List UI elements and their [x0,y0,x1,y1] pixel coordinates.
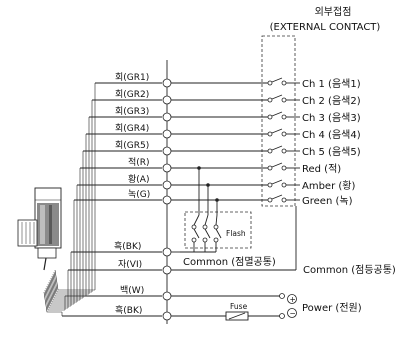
flash-label: Flash [226,229,246,238]
wire-label-green: 녹(G) [128,189,150,200]
external-contact-box [261,35,296,207]
wire-label-gr4: 회(GR4) [115,123,149,134]
power-terminals: + − Power (전원) [287,294,362,318]
external-contact-title-en: (EXTERNAL CONTACT) [270,22,381,33]
output-label-red: Red (적) [302,163,341,175]
w-row: 백(W) [65,285,285,301]
bk2-row: 흑(BK) Fuse [62,302,285,321]
wire-label-w: 백(W) [120,285,144,296]
output-label-ch2: Ch 2 (음색2) [302,95,361,107]
fuse-label: Fuse [230,302,248,311]
bk1-row: 흑(BK) Common (점멸공통) [71,240,276,268]
wire-bundle [43,269,95,313]
wire-label-gr2: 회(GR2) [115,89,149,100]
wire-label-vi: 자(VI) [118,259,142,270]
wire-label-gr5: 회(GR5) [115,140,149,151]
wire-row-red: 적(R) Red (적) [80,156,341,175]
common-lamp-label: Common (점등공통) [303,264,396,276]
wire-row-ch1: 회(GR1) Ch 1 (음색1) [95,72,361,90]
wire-label-bk1: 흑(BK) [114,240,141,252]
svg-text:−: − [290,309,296,318]
power-label: Power (전원) [302,302,362,314]
output-label-amber: Amber (황) [302,180,355,192]
wire-label-gr3: 회(GR3) [115,106,149,117]
wire-label-red: 적(R) [128,156,150,168]
wire-row-amber: 황(A) Amber (황) [77,174,355,192]
output-label-ch3: Ch 3 (음색3) [302,112,361,124]
svg-text:+: + [290,295,296,304]
signal-tower-device [17,187,62,271]
wire-label-gr1: 회(GR1) [115,72,149,83]
output-label-ch5: Ch 5 (음색5) [302,146,361,158]
output-label-ch4: Ch 4 (음색4) [302,129,361,141]
flash-switches [180,166,222,253]
wire-row-ch4: 회(GR4) Ch 4 (음색4) [86,123,361,141]
flash-box [184,211,252,249]
output-label-ch1: Ch 1 (음색1) [302,78,361,90]
common-flash-label: Common (점멸공통) [183,256,276,268]
wire-label-amber: 황(A) [128,174,149,185]
vi-row: 자(VI) Common (점등공통) [68,206,396,276]
output-label-green: Green (녹) [302,195,353,207]
wire-label-bk2: 흑(BK) [115,304,142,316]
wire-bundle-bends [61,83,96,316]
external-contact-title-kr: 외부접점 [315,6,352,18]
wire-row-ch5: 회(GR5) Ch 5 (음색5) [83,140,361,158]
wire-row-ch2: 회(GR2) Ch 2 (음색2) [92,89,361,107]
wire-row-ch3: 회(GR3) Ch 3 (음색3) [89,106,361,124]
wire-row-green: 녹(G) Green (녹) [74,189,353,207]
